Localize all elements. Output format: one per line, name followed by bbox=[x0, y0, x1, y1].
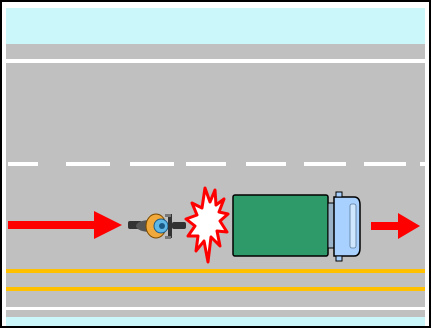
bottom-sidewalk bbox=[6, 317, 425, 326]
top-edge-line bbox=[6, 59, 425, 63]
truck-icon bbox=[233, 192, 360, 261]
road-surface bbox=[6, 44, 425, 317]
bottom-edge-line bbox=[6, 307, 425, 310]
top-sidewalk bbox=[6, 8, 425, 44]
center-line-lower bbox=[6, 287, 425, 291]
center-line-upper bbox=[6, 269, 425, 273]
